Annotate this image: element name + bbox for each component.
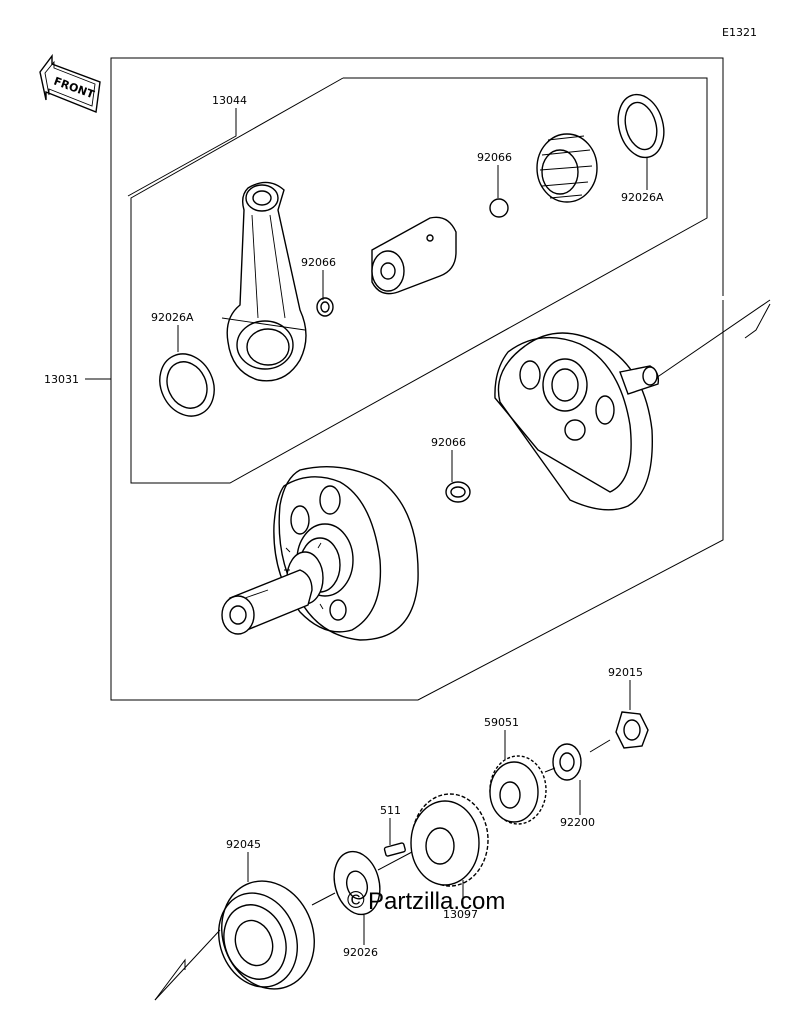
label-92026A-left: 92026A	[151, 311, 194, 324]
label-92026A-right: 92026A	[621, 191, 664, 204]
lock-washer	[552, 743, 582, 781]
watermark: Partzilla.com	[368, 888, 505, 915]
assembly-frame-inner	[130, 77, 708, 484]
label-92200: 92200	[560, 816, 595, 829]
washer	[333, 850, 381, 916]
label-13031: 13031	[44, 373, 79, 386]
connecting-rod	[221, 181, 307, 382]
crank-flywheel-left	[221, 466, 419, 641]
label-59051: 59051	[484, 716, 519, 729]
bushing-low	[445, 481, 471, 503]
needle-bearing	[536, 133, 598, 203]
woodruff-key	[383, 842, 406, 857]
bushing-mid	[316, 297, 334, 317]
diagram-code: E1321	[722, 26, 757, 39]
label-92026: 92026	[343, 946, 378, 959]
thrust-washer-left	[159, 353, 215, 417]
balancer-gear	[489, 755, 547, 825]
hex-nut	[615, 711, 649, 749]
bushing-top	[489, 198, 509, 218]
label-92066-low: 92066	[431, 436, 466, 449]
label-511: 511	[380, 804, 401, 817]
crank-pin	[371, 216, 457, 295]
assembly-frame-outer	[110, 57, 724, 701]
leader-lines	[85, 108, 648, 945]
label-92045: 92045	[226, 838, 261, 851]
crank-flywheel-right	[494, 332, 660, 511]
ball-bearing	[217, 880, 315, 990]
label-92066-mid: 92066	[301, 256, 336, 269]
drive-gear	[410, 793, 489, 887]
label-13097: 13097	[443, 908, 478, 921]
front-arrow-icon: FRONT	[39, 53, 101, 113]
label-13044: 13044	[212, 94, 247, 107]
label-92015: 92015	[608, 666, 643, 679]
thrust-washer-right	[617, 93, 665, 159]
label-92066-top: 92066	[477, 151, 512, 164]
watermark-copyright-icon: ©	[347, 887, 365, 914]
